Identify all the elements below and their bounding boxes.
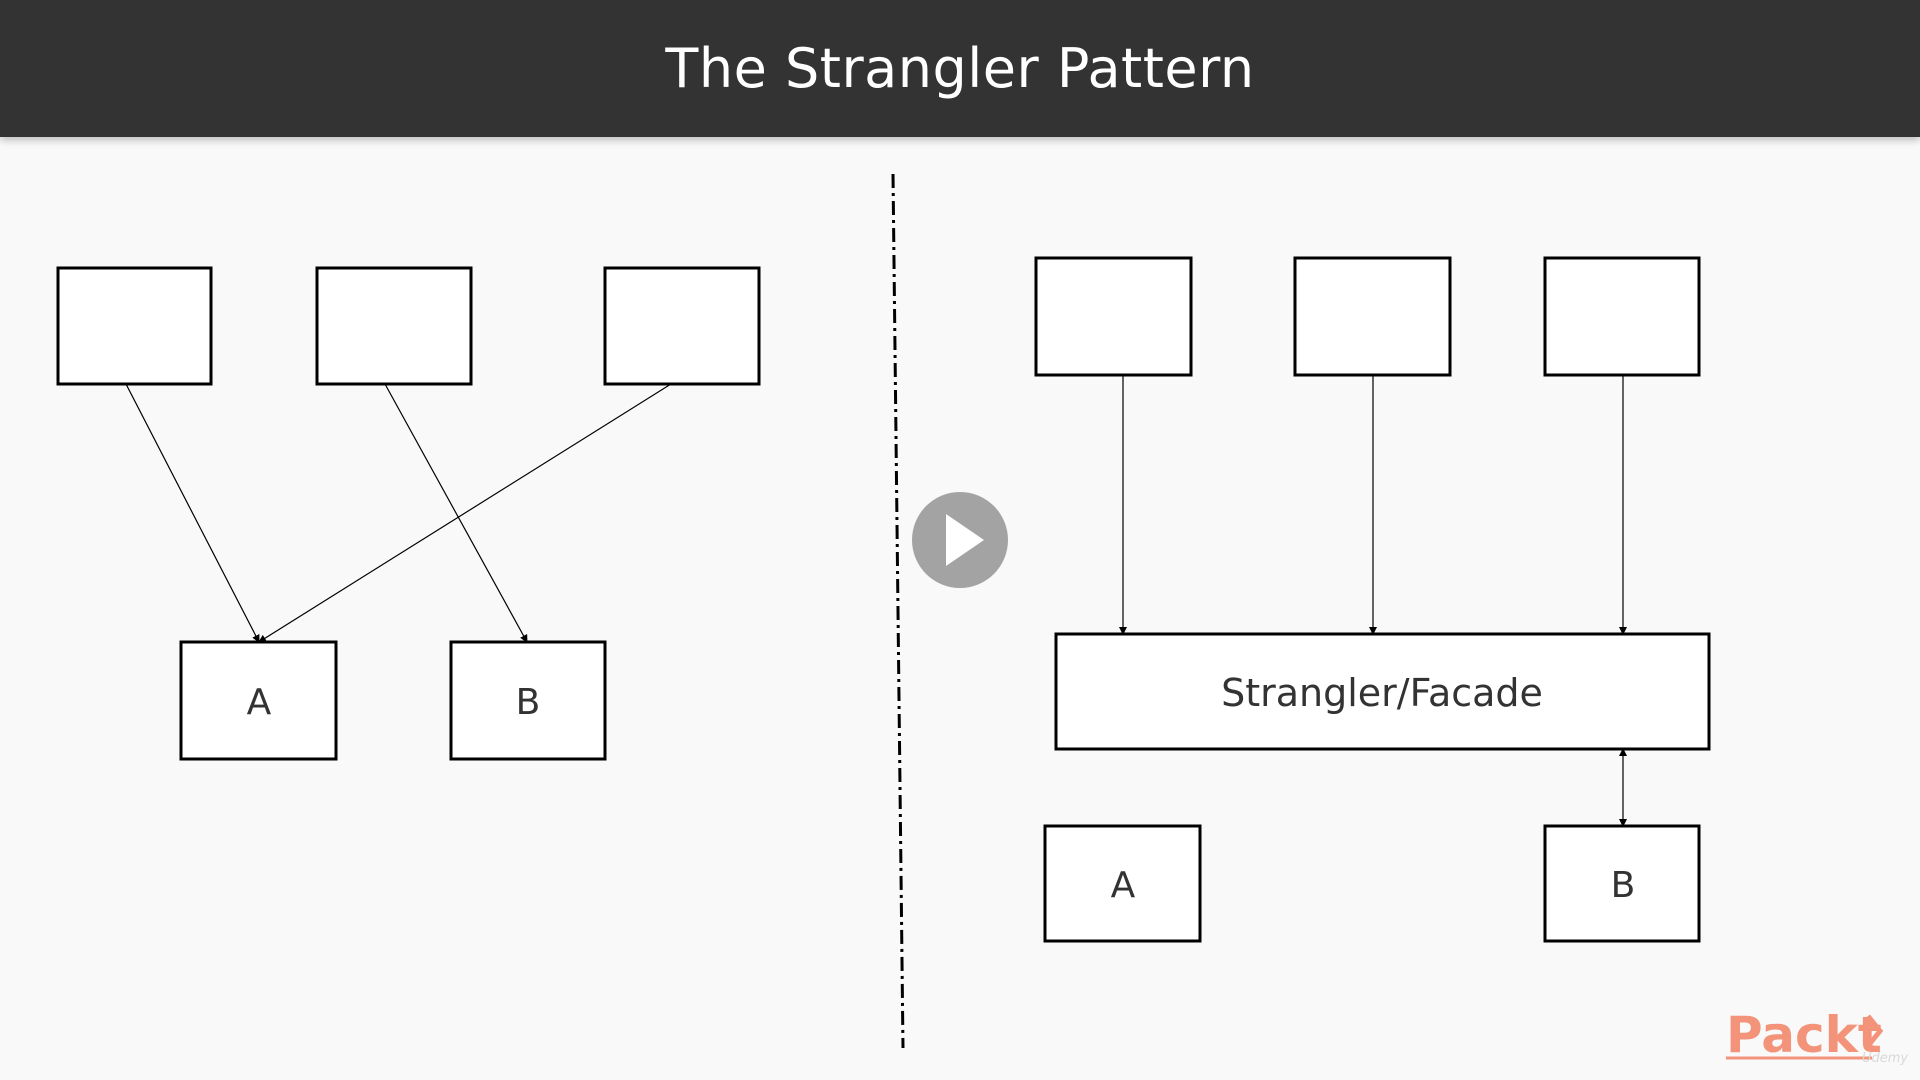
left-client-box-3 bbox=[603, 266, 761, 386]
left-service-b-box bbox=[449, 640, 607, 761]
left-client-box-1 bbox=[56, 266, 213, 386]
strangler-facade-box bbox=[1054, 632, 1711, 751]
left-service-a-box bbox=[179, 640, 338, 761]
slide-title: The Strangler Pattern bbox=[665, 37, 1255, 100]
left-service-b-label: B bbox=[516, 682, 541, 723]
play-button[interactable] bbox=[912, 492, 1008, 588]
left-arrow-client1-to-a bbox=[125, 383, 260, 643]
left-arrow-client3-to-a bbox=[258, 383, 672, 643]
right-diagram: Strangler/Facade A B bbox=[1034, 256, 1711, 943]
right-client-box-3 bbox=[1543, 256, 1701, 377]
right-service-b-box bbox=[1543, 824, 1701, 943]
left-arrow-client2-to-b bbox=[384, 383, 528, 643]
left-service-a-label: A bbox=[247, 682, 272, 723]
right-client-box-2 bbox=[1293, 256, 1452, 377]
header-bar: The Strangler Pattern bbox=[0, 0, 1920, 137]
strangler-facade-label: Strangler/Facade bbox=[1221, 671, 1543, 715]
left-diagram: A B bbox=[56, 266, 761, 761]
right-service-a-box bbox=[1043, 824, 1202, 943]
play-icon[interactable] bbox=[946, 514, 984, 566]
left-client-box-2 bbox=[315, 266, 473, 386]
packt-logo: Packt Udemy bbox=[1726, 1006, 1908, 1066]
right-client-box-1 bbox=[1034, 256, 1193, 377]
right-service-b-label: B bbox=[1611, 865, 1636, 906]
packt-logo-text: Packt bbox=[1726, 1006, 1882, 1064]
packt-logo-chevron-icon bbox=[1866, 1014, 1884, 1048]
udemy-watermark: Udemy bbox=[1862, 1051, 1908, 1066]
dash-dot-divider bbox=[891, 173, 905, 1049]
right-service-a-label: A bbox=[1111, 865, 1136, 906]
